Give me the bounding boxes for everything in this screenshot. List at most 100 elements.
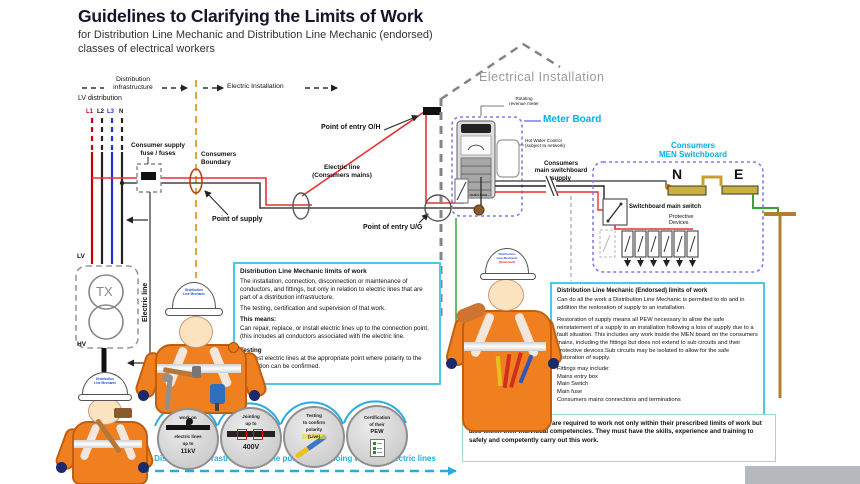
badge-line: to confirm <box>303 420 325 425</box>
worker-endorsed-left-glove <box>446 358 457 369</box>
endorsed-fittings-heading: Fittings may include: <box>557 366 610 373</box>
wire-label-n: N <box>119 109 124 115</box>
wire-label-l2: L2 <box>97 109 105 115</box>
page-subtitle-line2: classes of electrical workers <box>78 43 215 55</box>
worker-endorsed-face <box>488 279 524 311</box>
endorsed-limits-title: Distribution Line Mechanic (Endorsed) li… <box>557 288 708 294</box>
worker-endorsed-hiviz-band <box>464 342 546 351</box>
endorsed-fitting-item: Main Switch <box>557 381 589 388</box>
lv-distribution-label: LV distribution <box>78 95 122 102</box>
badge-line: Certification <box>363 415 391 420</box>
worker-center-helmet-brim <box>165 308 223 316</box>
men-switchboard-title: Consumers MEN Switchboard <box>658 141 727 160</box>
badge-line: polarity <box>305 427 323 432</box>
worker-endorsed-helmet-endorsed-label: (Endorsed) <box>499 259 515 264</box>
meter-board-outline <box>451 116 541 217</box>
house-outline <box>439 42 561 320</box>
switchboard-supply-label: Consumers main switchboard supply <box>534 160 588 182</box>
dlm-limits-p4: Can test electric lines at the appropria… <box>240 355 422 371</box>
earth-electrode <box>764 212 796 398</box>
tx-label: TX <box>96 284 113 299</box>
neutral-bar-label: N <box>672 166 683 182</box>
worker-pole-helmet-label: Distribution Line Mechanic <box>94 377 116 385</box>
worker-pole-right-glove <box>138 462 149 473</box>
endorsed-fitting-item: Mains entry box <box>557 373 598 380</box>
main-switch-symbol <box>602 198 628 226</box>
drill-tool <box>210 384 225 404</box>
rotating-meter-label: Rotating revenue meter <box>509 96 539 107</box>
badge-line: up to <box>182 441 194 446</box>
badge-line: up to <box>245 421 257 426</box>
endorsed-limits-p1: Can do all the work a Distribution Line … <box>557 296 745 311</box>
consumers-boundary-label: Consumers Boundary <box>201 151 237 166</box>
badge-line: 11kV <box>180 448 196 455</box>
ghost-breaker <box>599 229 616 258</box>
badge-jointing-400v: Jointing up to 400V <box>220 407 282 469</box>
wire-label-l3: L3 <box>107 109 115 115</box>
dlm-limits-p2: The testing, certification and supervisi… <box>240 305 386 313</box>
mallet-head <box>114 408 132 418</box>
earth-bar-label: E <box>734 166 744 182</box>
hv-label: HV <box>77 341 87 348</box>
bird-icon <box>186 418 193 425</box>
page-title: Guidelines to Clarifying the Limits of W… <box>78 6 423 26</box>
worker-endorsed-helmet-brim <box>480 273 536 280</box>
men-board-outline <box>592 161 764 273</box>
wrench-head <box>162 374 173 382</box>
badge-line: work on <box>179 415 197 420</box>
distribution-infrastructure-label: Distribution infrastructure <box>113 76 153 92</box>
drill-bit <box>215 403 219 411</box>
dlm-limits-title: Distribution Line Mechanic limits of wor… <box>240 268 367 275</box>
badge-line: (Live) <box>302 434 326 439</box>
box-connector-dot <box>228 342 239 353</box>
badge-certification-pew: Certification of their PEW <box>346 405 408 467</box>
dlm-limits-p1: The installation, connection, disconnect… <box>240 277 423 301</box>
transformer-symbol <box>75 265 139 372</box>
main-fuse-label: main fuse <box>470 192 488 197</box>
meter-internal-wires <box>473 177 546 216</box>
worker-endorsed-right-glove <box>548 358 559 369</box>
protective-device-breakers <box>621 230 699 267</box>
boundary-ellipse <box>189 168 203 194</box>
lv-distribution-wires <box>90 118 124 264</box>
badge-work-on-electric-lines: work on electric lines up to 11kV <box>157 408 219 470</box>
consumers-mains-ellipse <box>292 192 310 220</box>
dlm-endorsed-limits-box: Distribution Line Mechanic (Endorsed) li… <box>550 282 765 422</box>
dlm-limits-this-means: This means: <box>240 316 277 324</box>
ug-entry-circle <box>424 194 452 222</box>
rotating-meter-pointer <box>480 105 504 116</box>
screen-letterbox <box>745 466 860 484</box>
neutral-bar <box>667 185 707 196</box>
worker-pole-helmet-brim <box>78 394 132 401</box>
breaker-feed-bus <box>614 225 693 230</box>
hammer-head <box>192 366 201 378</box>
main-switch-label: Switchboard main switch <box>629 204 702 210</box>
badge-line: of their <box>369 422 385 427</box>
dlm-limits-p3: Can repair, replace, or install electric… <box>240 324 429 340</box>
worker-pole-hiviz-band <box>74 440 142 448</box>
cable-joint-graphic <box>227 431 275 437</box>
meter-main-fuse-symbol <box>454 178 469 204</box>
worker-center-face <box>179 316 213 348</box>
joint-marker <box>237 429 247 440</box>
meter-board-title: Meter Board <box>543 114 602 125</box>
wire-label-l1: L1 <box>86 109 94 115</box>
hot-water-cylinder <box>496 139 524 178</box>
worker-pole-helmet: Distribution Line Mechanic <box>82 372 128 398</box>
worker-pole-left-glove <box>56 462 67 473</box>
point-of-entry-oh-label: Point of entry O/H <box>321 124 381 131</box>
endorsed-fitting-item: Main fuse <box>557 388 583 395</box>
men-link <box>701 175 723 186</box>
point-of-supply-label: Point of supply <box>212 216 263 223</box>
checklist-icon <box>370 439 385 457</box>
worker-endorsed-body <box>462 310 552 432</box>
worker-center-left-glove <box>138 390 149 401</box>
annotation-arrows <box>126 115 429 367</box>
dlm-limits-box: Distribution Line Mechanic limits of wor… <box>233 262 441 385</box>
electric-line-vertical-label: Electric line <box>142 282 149 322</box>
endorsed-fitting-item: Consumers mains connections and terminat… <box>557 396 681 403</box>
consumer-supply-fuse-label: Consumer supply fuse / fuses <box>131 142 185 157</box>
electrical-installation-watermark: Electrical Installation <box>479 70 605 84</box>
page-subtitle-line1: for Distribution Line Mechanic and Distr… <box>78 29 433 41</box>
point-of-entry-ug-label: Point of entry U/G <box>363 224 423 231</box>
